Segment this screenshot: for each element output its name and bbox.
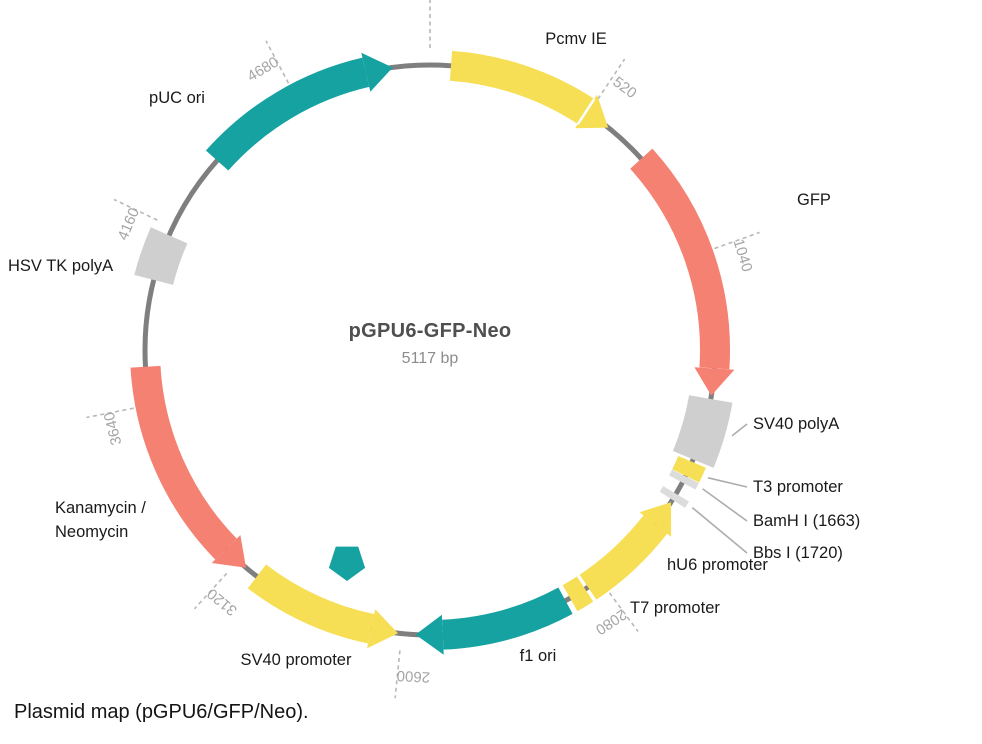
feature-sv40-promoter-arrowhead [367, 609, 398, 649]
site-bamhi [669, 469, 699, 490]
feature-t3-promoter-leader [707, 477, 748, 488]
feature-puc-ori [205, 57, 370, 171]
feature-sv40-polya-leader [731, 423, 748, 437]
tick-mark-4680 [265, 40, 290, 84]
tick-label-2600: 2600 [396, 667, 430, 686]
feature-f1-ori-label: f1 ori [520, 647, 557, 665]
feature-gfp-arrowhead [694, 367, 735, 396]
tick-label-2080: 2080 [592, 605, 629, 638]
feature-hsv-tk-polya [134, 227, 188, 286]
feature-pcmv-ie-notch [576, 98, 596, 125]
feature-t3-promoter [672, 455, 706, 483]
site-bbsi-leader [691, 506, 748, 554]
tick-mark-4160 [113, 198, 158, 221]
pentagon-marker [328, 546, 366, 581]
feature-sv40-promoter-label: SV40 promoter [241, 651, 352, 669]
tick-label-3640: 3640 [101, 410, 126, 446]
feature-kanamycin-neomycin-label: Neomycin [55, 523, 128, 541]
feature-t3-promoter-label: T3 promoter [753, 478, 843, 496]
tick-mark-520 [597, 58, 626, 100]
feature-kanamycin-neomycin [130, 365, 237, 560]
feature-hu6-promoter [579, 515, 668, 600]
feature-f1-ori-arrowhead [415, 614, 444, 655]
figure-caption: Plasmid map (pGPU6/GFP/Neo). [14, 701, 309, 723]
tick-label-1040: 1040 [730, 237, 756, 274]
tick-label-3120: 3120 [204, 585, 241, 619]
feature-gfp [630, 148, 730, 370]
feature-puc-ori-arrowhead [361, 52, 393, 92]
site-bbsi [659, 486, 689, 508]
tick-mark-2600 [394, 650, 401, 699]
feature-hu6-promoter-arrowhead [639, 502, 672, 537]
feature-sv40-promoter [247, 564, 375, 644]
tick-mark-2080 [608, 592, 639, 632]
feature-hu6-promoter-label: hU6 promoter [667, 556, 768, 574]
feature-kanamycin-neomycin-label: Kanamycin / [55, 499, 146, 517]
feature-sv40-polya [672, 394, 733, 468]
tick-mark-3640 [86, 407, 134, 419]
feature-pcmv-ie [449, 50, 595, 125]
tick-mark-3120 [193, 572, 228, 610]
feature-gfp-label: GFP [797, 191, 831, 209]
tick-label-520: 520 [609, 74, 639, 103]
feature-kanamycin-neomycin-arrowhead [211, 535, 246, 568]
site-bamhi-label: BamH I (1663) [753, 512, 860, 530]
feature-hsv-tk-polya-label: HSV TK polyA [8, 257, 113, 275]
feature-f1-ori [441, 587, 573, 650]
feature-pcmv-ie-arrowhead [575, 94, 609, 129]
tick-label-4680: 4680 [244, 54, 281, 86]
site-bamhi-leader [702, 488, 748, 522]
site-bbsi-label: Bbs I (1720) [753, 544, 843, 562]
feature-sv40-polya-label: SV40 polyA [753, 415, 839, 433]
tick-label-4160: 4160 [114, 205, 143, 242]
feature-t7-promoter [562, 576, 594, 612]
feature-pcmv-ie-label: Pcmv IE [545, 30, 606, 48]
tick-mark-1040 [714, 231, 760, 250]
feature-puc-ori-label: pUC ori [149, 89, 205, 107]
feature-t7-promoter-label: T7 promoter [630, 599, 720, 617]
